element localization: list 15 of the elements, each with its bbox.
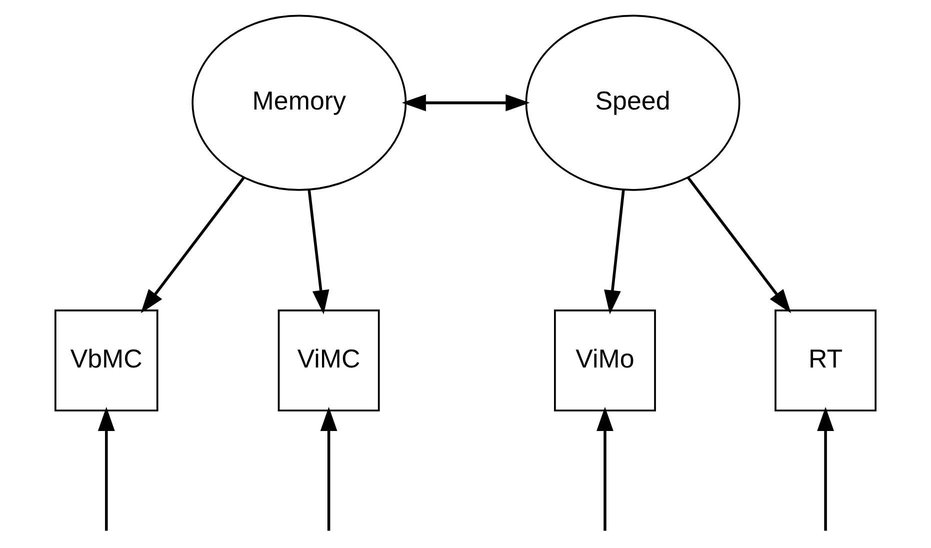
node-box: VbMC	[54, 309, 158, 412]
node-ellipse: Memory	[192, 14, 407, 191]
arrow	[596, 406, 614, 531]
node-box: RT	[774, 309, 877, 412]
node-box: ViMC	[278, 309, 380, 412]
node-ellipse: Speed	[525, 14, 740, 191]
node-box: ViMo	[554, 309, 656, 412]
arrow	[686, 176, 792, 314]
arrow	[98, 406, 115, 531]
arrow	[140, 176, 246, 314]
arrow	[402, 94, 530, 112]
arrow	[308, 190, 330, 314]
arrow	[604, 190, 625, 314]
arrow	[817, 406, 834, 531]
arrow	[320, 406, 338, 531]
